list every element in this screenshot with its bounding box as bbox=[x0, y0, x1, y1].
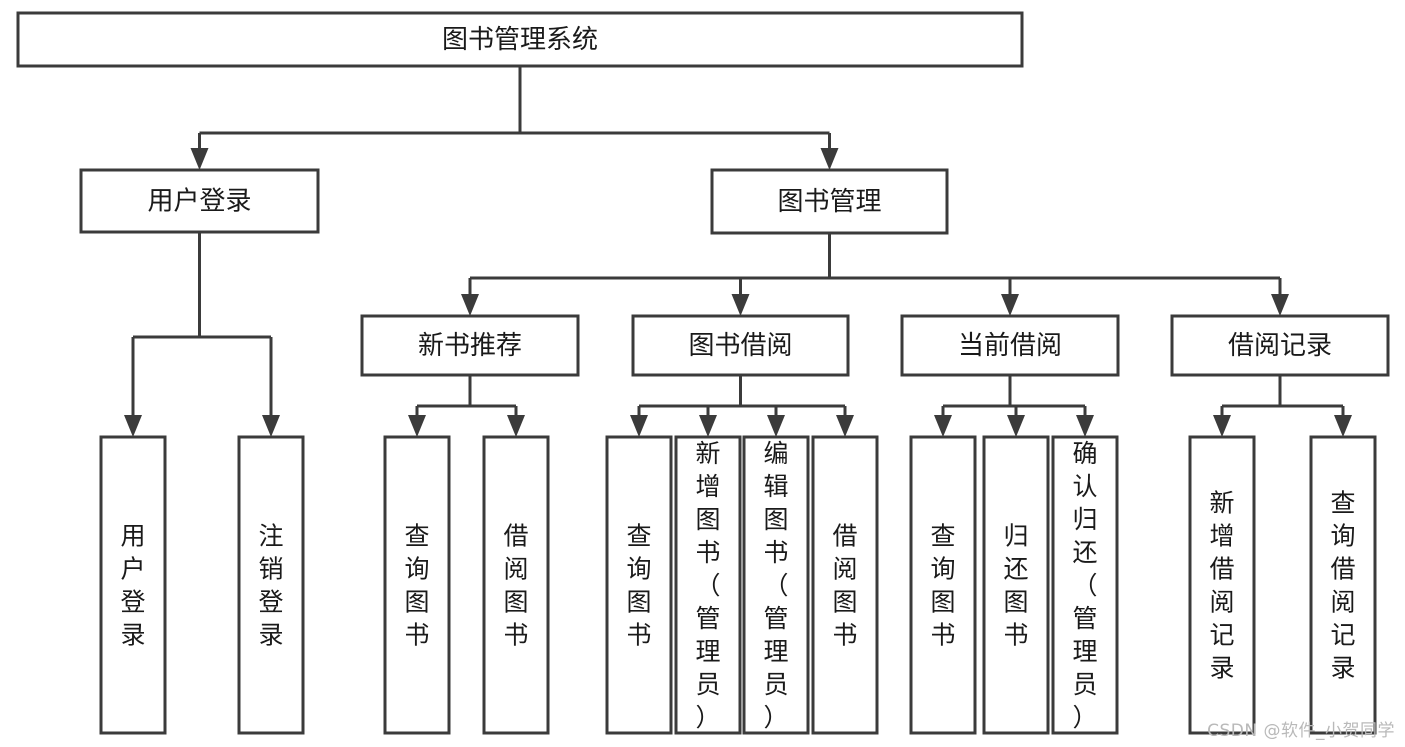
arrow-head-icon bbox=[836, 415, 854, 437]
node-label-record-add: 新增借阅记录 bbox=[1209, 489, 1234, 683]
node-current-borrow[interactable]: 当前借阅 bbox=[900, 314, 1120, 377]
node-label-user-login: 用户登录 bbox=[147, 187, 251, 217]
node-current-confirm-return[interactable]: 确认归还（管理员） bbox=[1051, 435, 1119, 735]
node-book-manage[interactable]: 图书管理 bbox=[710, 168, 949, 235]
node-box-borrow-edit-book bbox=[742, 435, 810, 735]
node-borrow-record[interactable]: 借阅记录 bbox=[1170, 314, 1390, 377]
node-box-current-borrow bbox=[900, 314, 1120, 377]
node-label-recommend-borrow-book: 借阅图书 bbox=[503, 522, 528, 650]
arrow-head-icon bbox=[1007, 415, 1025, 437]
node-user-login[interactable]: 用户登录 bbox=[79, 168, 320, 234]
node-box-current-confirm-return bbox=[1051, 435, 1119, 735]
diagram-nodes: 图书管理系统用户登录用户登录注销登录图书管理新书推荐查询图书借阅图书图书借阅查询… bbox=[16, 11, 1390, 735]
node-label-current-borrow: 当前借阅 bbox=[958, 331, 1062, 361]
node-borrow-query-book[interactable]: 查询图书 bbox=[605, 435, 673, 735]
node-label-current-query-book: 查询图书 bbox=[930, 522, 955, 650]
node-current-return-book[interactable]: 归还图书 bbox=[982, 435, 1050, 735]
arrow-head-icon bbox=[1001, 294, 1019, 316]
node-box-user-logout bbox=[237, 435, 305, 735]
node-box-current-return-book bbox=[982, 435, 1050, 735]
node-record-add[interactable]: 新增借阅记录 bbox=[1188, 435, 1256, 735]
node-box-new-book-recommend bbox=[360, 314, 580, 377]
arrow-head-icon bbox=[408, 415, 426, 437]
node-label-current-return-book: 归还图书 bbox=[1003, 522, 1028, 650]
node-label-record-query: 查询借阅记录 bbox=[1330, 489, 1355, 683]
node-box-book-manage bbox=[710, 168, 949, 235]
node-book-borrow[interactable]: 图书借阅 bbox=[631, 314, 850, 377]
node-borrow-borrow-book[interactable]: 借阅图书 bbox=[811, 435, 879, 735]
node-new-book-recommend[interactable]: 新书推荐 bbox=[360, 314, 580, 377]
arrow-head-icon bbox=[731, 294, 750, 316]
node-box-recommend-borrow-book bbox=[482, 435, 550, 735]
arrow-head-icon bbox=[461, 294, 479, 316]
node-label-borrow-add-book: 新增图书（管理员） bbox=[695, 439, 720, 732]
arrow-head-icon bbox=[630, 415, 648, 437]
node-label-current-confirm-return: 确认归还（管理员） bbox=[1072, 439, 1097, 732]
arrow-head-icon bbox=[699, 415, 717, 437]
arrow-head-icon bbox=[124, 415, 142, 437]
node-label-borrow-record: 借阅记录 bbox=[1228, 331, 1332, 361]
node-user-login-do[interactable]: 用户登录 bbox=[99, 435, 167, 735]
arrow-head-icon bbox=[820, 148, 839, 170]
node-box-borrow-borrow-book bbox=[811, 435, 879, 735]
arrow-head-icon bbox=[1334, 415, 1352, 437]
node-label-book-borrow: 图书借阅 bbox=[688, 331, 792, 361]
arrow-head-icon bbox=[1076, 415, 1094, 437]
connector-edges bbox=[124, 66, 1352, 437]
node-current-query-book[interactable]: 查询图书 bbox=[909, 435, 977, 735]
arrow-head-icon bbox=[767, 415, 785, 437]
node-box-current-query-book bbox=[909, 435, 977, 735]
node-label-book-manage: 图书管理 bbox=[777, 187, 881, 217]
node-label-root: 图书管理系统 bbox=[442, 25, 598, 55]
node-box-root bbox=[16, 11, 1024, 68]
arrow-head-icon bbox=[507, 415, 525, 437]
node-label-new-book-recommend: 新书推荐 bbox=[418, 331, 522, 361]
node-box-recommend-query-book bbox=[383, 435, 451, 735]
node-box-record-add bbox=[1188, 435, 1256, 735]
node-recommend-query-book[interactable]: 查询图书 bbox=[383, 435, 451, 735]
node-box-book-borrow bbox=[631, 314, 850, 377]
node-box-record-query bbox=[1309, 435, 1377, 735]
node-label-user-login-do: 用户登录 bbox=[120, 522, 145, 650]
node-borrow-add-book[interactable]: 新增图书（管理员） bbox=[674, 435, 742, 735]
arrow-head-icon bbox=[1271, 294, 1289, 316]
node-record-query[interactable]: 查询借阅记录 bbox=[1309, 435, 1377, 735]
node-box-borrow-add-book bbox=[674, 435, 742, 735]
node-root[interactable]: 图书管理系统 bbox=[16, 11, 1024, 68]
node-label-borrow-edit-book: 编辑图书（管理员） bbox=[763, 439, 788, 732]
node-borrow-edit-book[interactable]: 编辑图书（管理员） bbox=[742, 435, 810, 735]
csdn-watermark: CSDN @软件_小贺同学 bbox=[1207, 721, 1395, 741]
node-recommend-borrow-book[interactable]: 借阅图书 bbox=[482, 435, 550, 735]
node-label-recommend-query-book: 查询图书 bbox=[404, 522, 429, 650]
arrow-head-icon bbox=[190, 148, 209, 170]
node-label-user-logout: 注销登录 bbox=[258, 522, 283, 650]
arrow-head-icon bbox=[1213, 415, 1231, 437]
node-box-borrow-record bbox=[1170, 314, 1390, 377]
node-user-logout[interactable]: 注销登录 bbox=[237, 435, 305, 735]
arrow-head-icon bbox=[934, 415, 952, 437]
node-label-borrow-query-book: 查询图书 bbox=[626, 522, 651, 650]
node-label-borrow-borrow-book: 借阅图书 bbox=[832, 522, 857, 650]
node-box-user-login bbox=[79, 168, 320, 234]
arrow-head-icon bbox=[262, 415, 280, 437]
node-box-borrow-query-book bbox=[605, 435, 673, 735]
node-box-user-login-do bbox=[99, 435, 167, 735]
